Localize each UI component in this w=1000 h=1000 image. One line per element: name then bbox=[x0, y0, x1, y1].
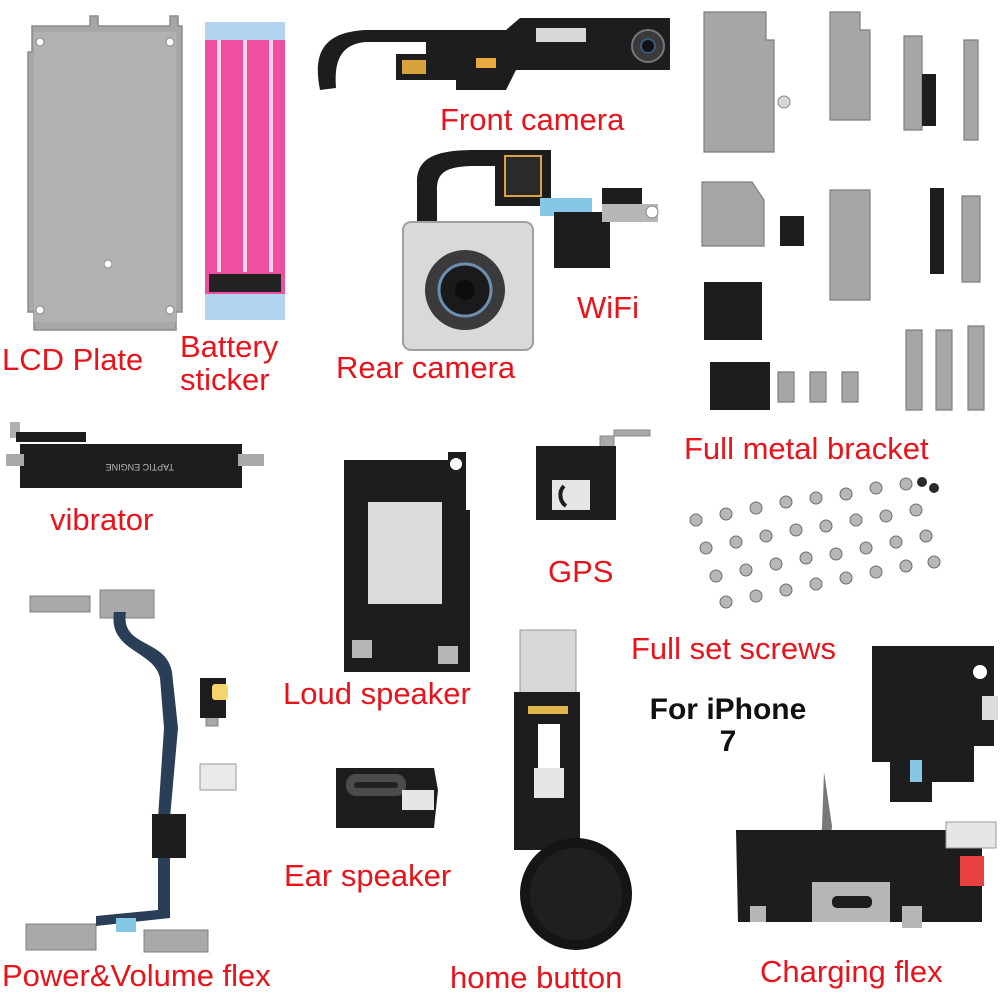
model-caption-line1: For iPhone bbox=[649, 693, 807, 726]
vibrator-image: TAPTIC ENGINE bbox=[6, 422, 264, 488]
charging-flex-image bbox=[736, 646, 998, 928]
label-home-button: home button bbox=[450, 960, 623, 995]
label-front-camera: Front camera bbox=[440, 102, 625, 137]
label-rear-camera: Rear camera bbox=[336, 350, 516, 385]
label-metal-bracket: Full metal bracket bbox=[684, 431, 929, 466]
label-battery-sticker-line1: Battery bbox=[180, 329, 279, 364]
label-loud-speaker: Loud speaker bbox=[283, 676, 471, 711]
lcd-plate-image bbox=[27, 15, 183, 331]
model-caption-line2: 7 bbox=[719, 724, 737, 758]
label-vibrator: vibrator bbox=[50, 502, 154, 537]
power-volume-flex-image bbox=[25, 589, 237, 953]
model-caption: For iPhone 7 bbox=[616, 694, 840, 757]
label-battery-sticker: Battery sticker bbox=[180, 330, 278, 397]
label-lcd-plate: LCD Plate bbox=[2, 342, 144, 377]
loud-speaker-image bbox=[344, 452, 470, 672]
label-ear-speaker: Ear speaker bbox=[284, 858, 452, 893]
label-gps: GPS bbox=[548, 554, 614, 589]
ear-speaker-image bbox=[336, 768, 438, 828]
screws-image bbox=[689, 477, 941, 609]
gps-antenna-image bbox=[536, 429, 651, 520]
metal-brackets-image bbox=[701, 11, 985, 411]
label-wifi: WiFi bbox=[577, 290, 639, 325]
label-battery-sticker-line2: sticker bbox=[180, 362, 270, 398]
wifi-antenna-image bbox=[540, 188, 659, 268]
front-camera-flex-image bbox=[317, 18, 670, 90]
label-charging-flex: Charging flex bbox=[760, 954, 943, 989]
home-button-image bbox=[514, 629, 632, 950]
rear-camera-image bbox=[402, 150, 551, 351]
battery-sticker-image bbox=[205, 22, 285, 320]
taptic-engine-marking: TAPTIC ENGINE bbox=[106, 462, 174, 472]
label-screws: Full set screws bbox=[631, 631, 836, 666]
label-power-volume-flex: Power&Volume flex bbox=[2, 958, 271, 993]
